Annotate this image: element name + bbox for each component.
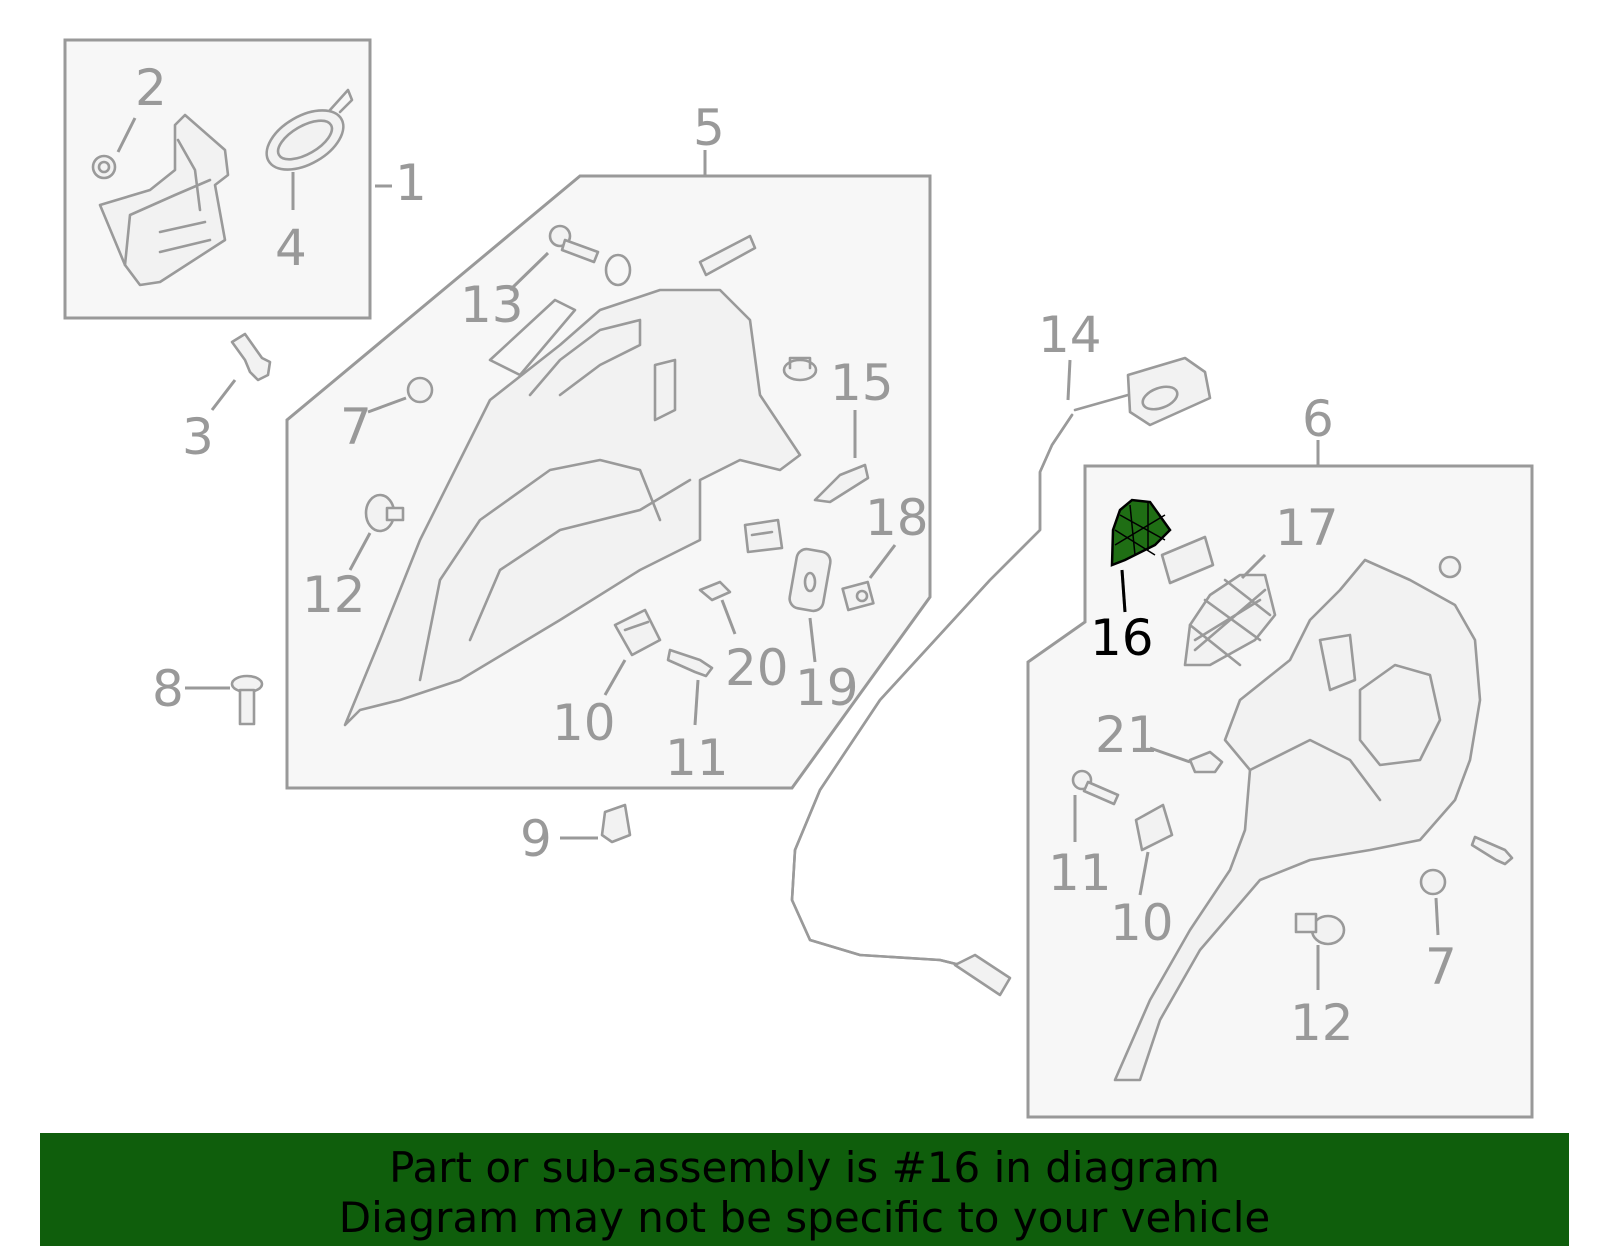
part-5-quarter-trim-left bbox=[343, 288, 802, 727]
callout-19: 19 bbox=[795, 659, 859, 717]
part-15-cover bbox=[813, 463, 870, 504]
callout-7-right: 7 bbox=[1425, 938, 1457, 996]
part-18-clip bbox=[841, 580, 875, 612]
part-11-screw-left bbox=[666, 648, 714, 678]
part-16-highlighted[interactable] bbox=[1110, 498, 1172, 567]
callout-6: 6 bbox=[1302, 390, 1334, 448]
part-cap bbox=[782, 356, 818, 382]
callout-4: 4 bbox=[275, 219, 307, 277]
callout-12-left: 12 bbox=[302, 566, 366, 624]
part-1-bracket bbox=[98, 113, 230, 287]
callout-7-left: 7 bbox=[340, 398, 372, 456]
callout-15: 15 bbox=[830, 354, 894, 412]
part-cap-right bbox=[1438, 555, 1462, 579]
part-small-cover bbox=[743, 518, 784, 554]
part-19-cover bbox=[788, 547, 832, 613]
callout-17: 17 bbox=[1275, 499, 1339, 557]
part-trim-plate bbox=[698, 234, 757, 277]
part-10-cover-left bbox=[613, 608, 662, 657]
callout-16[interactable]: 16 bbox=[1090, 609, 1154, 667]
part-20-clip bbox=[698, 580, 732, 602]
part-10-cover-right bbox=[1134, 803, 1174, 852]
part-21-cap bbox=[1188, 750, 1224, 774]
part-8-bolt bbox=[230, 674, 264, 726]
callout-12-right: 12 bbox=[1290, 994, 1354, 1052]
part-7-clip-right bbox=[1419, 868, 1447, 896]
banner-line-2: Diagram may not be specific to your vehi… bbox=[338, 1193, 1271, 1242]
callout-10-left: 10 bbox=[552, 694, 616, 752]
part-foam-pad bbox=[1160, 535, 1215, 585]
callout-3: 3 bbox=[182, 408, 214, 466]
callout-5: 5 bbox=[693, 99, 725, 157]
part-12-clip-right bbox=[1294, 912, 1346, 946]
part-7-clip-left bbox=[406, 376, 434, 404]
callout-13: 13 bbox=[460, 276, 524, 334]
part-screw-right-edge bbox=[1470, 835, 1514, 866]
callout-11-left: 11 bbox=[665, 729, 729, 787]
part-9-nut bbox=[600, 803, 632, 844]
callout-11-right: 11 bbox=[1048, 844, 1112, 902]
part-11-screw-right bbox=[1071, 769, 1120, 806]
leader-lines bbox=[116, 117, 1440, 990]
banner-line-1: Part or sub-assembly is #16 in diagram bbox=[389, 1143, 1220, 1192]
part-3-bolt bbox=[230, 332, 272, 382]
part-6-quarter-trim-right bbox=[1113, 558, 1482, 1082]
part-17-grille bbox=[1183, 573, 1277, 667]
callout-21: 21 bbox=[1095, 706, 1159, 764]
part-14-cable bbox=[790, 356, 1212, 997]
callout-1: 1 bbox=[395, 154, 427, 212]
callout-9: 9 bbox=[520, 810, 552, 868]
callout-14: 14 bbox=[1038, 306, 1102, 364]
callout-8: 8 bbox=[152, 660, 184, 718]
callout-2: 2 bbox=[135, 59, 167, 117]
callout-20: 20 bbox=[725, 639, 789, 697]
info-banner: Part or sub-assembly is #16 in diagram D… bbox=[40, 1133, 1569, 1246]
part-12-clip-left bbox=[364, 493, 405, 533]
part-4-cover bbox=[265, 88, 354, 171]
part-13-bolt bbox=[548, 224, 632, 287]
part-2-clip bbox=[91, 154, 117, 180]
callout-18: 18 bbox=[865, 489, 929, 547]
callout-labels: 1 2 3 4 5 6 7 7 8 9 10 10 11 11 12 12 13… bbox=[135, 59, 1457, 1052]
callout-10-right: 10 bbox=[1110, 894, 1174, 952]
